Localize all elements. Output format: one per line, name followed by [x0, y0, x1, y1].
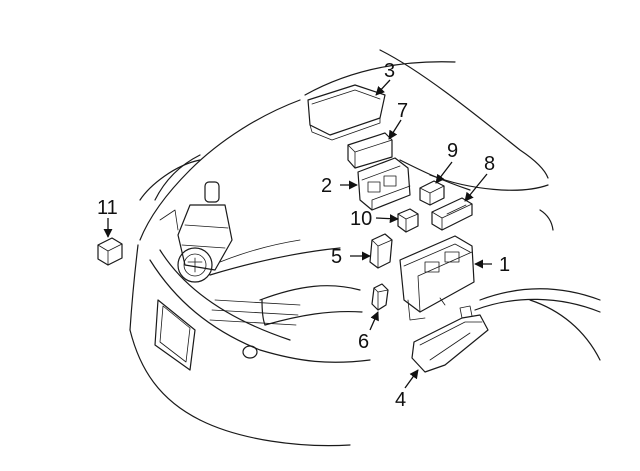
part-8-fusible-link: [431, 197, 473, 231]
washer-reservoir-assembly: [159, 181, 233, 283]
callout-9: 9: [447, 140, 458, 162]
callout-2: 2: [321, 175, 332, 197]
part-5-bracket: [369, 233, 393, 269]
part-11-relay: [97, 237, 123, 266]
callout-5: 5: [331, 246, 342, 268]
leader-6: [369, 311, 379, 331]
callout-labels: 1 2 3 4 5 6 7 8 9 10 11: [97, 60, 510, 411]
leader-8: [464, 173, 488, 202]
vehicle-body-outline: [129, 49, 601, 447]
part-7-relay-block: [347, 132, 393, 169]
leader-7: [388, 119, 402, 140]
leader-lines: [103, 79, 492, 389]
part-6-holder: [371, 283, 389, 311]
callout-6: 6: [358, 331, 369, 353]
part-10-connector: [397, 208, 419, 233]
part-3-fuse-box-cover: [307, 84, 386, 141]
part-4-lower-bracket: [411, 305, 489, 373]
callout-8: 8: [484, 153, 495, 175]
callout-7: 7: [397, 100, 408, 122]
leader-10: [375, 214, 399, 224]
leader-3: [375, 79, 391, 96]
callout-1: 1: [499, 254, 510, 276]
callout-3: 3: [384, 60, 395, 82]
part-2-fuse-block: [357, 157, 411, 211]
callout-4: 4: [395, 389, 406, 411]
callout-11: 11: [97, 197, 118, 219]
leader-4: [404, 369, 419, 389]
leader-9: [435, 161, 453, 184]
part-1-junction-block: [399, 235, 475, 321]
part-9-relay: [419, 180, 445, 206]
callout-10: 10: [350, 208, 372, 230]
